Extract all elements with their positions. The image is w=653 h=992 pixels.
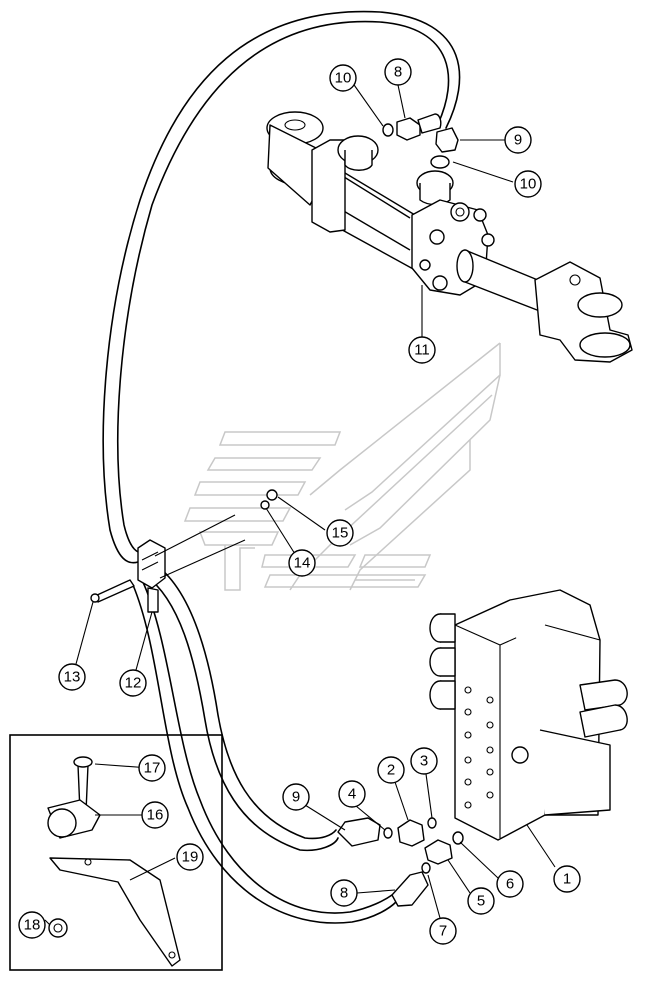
svg-text:4: 4 <box>348 786 356 803</box>
lower-fittings <box>337 817 464 907</box>
callout-9-upper: 9 <box>504 126 532 154</box>
callout-13: 13 <box>58 663 86 691</box>
svg-text:6: 6 <box>506 876 514 893</box>
callout-2: 2 <box>377 756 405 784</box>
callout-10-upper: 10 <box>329 64 357 92</box>
callout-15: 15 <box>326 519 354 547</box>
svg-text:8: 8 <box>340 885 348 902</box>
callout-12: 12 <box>119 669 147 697</box>
callout-4: 4 <box>338 780 366 808</box>
svg-text:16: 16 <box>147 807 164 824</box>
svg-text:10: 10 <box>520 176 537 193</box>
svg-text:12: 12 <box>125 675 142 692</box>
callout-11: 11 <box>408 336 436 364</box>
callout-8-upper: 8 <box>384 58 412 86</box>
svg-text:9: 9 <box>292 789 300 806</box>
svg-text:14: 14 <box>294 555 311 572</box>
callout-19: 19 <box>176 843 204 871</box>
hydraulic-cylinder <box>266 111 633 363</box>
leader-lines <box>44 81 556 926</box>
callout-18: 18 <box>18 911 46 939</box>
hydraulic-hoses <box>102 10 461 924</box>
callout-9-lower: 9 <box>282 783 310 811</box>
svg-text:19: 19 <box>182 849 199 866</box>
svg-text:11: 11 <box>414 342 430 359</box>
callout-1: 1 <box>553 865 581 893</box>
svg-text:15: 15 <box>332 525 349 542</box>
svg-text:1: 1 <box>563 871 571 888</box>
hose-clamp-assembly <box>90 489 278 613</box>
control-valve <box>429 589 628 841</box>
callout-17: 17 <box>138 754 166 782</box>
callout-6: 6 <box>496 870 524 898</box>
callout-3: 3 <box>410 747 438 775</box>
callout-10-right: 10 <box>514 170 542 198</box>
svg-text:7: 7 <box>439 923 447 940</box>
detail-inset <box>9 734 223 971</box>
callout-14: 14 <box>288 549 316 577</box>
svg-text:9: 9 <box>514 132 522 149</box>
svg-text:10: 10 <box>335 70 352 87</box>
svg-text:17: 17 <box>144 760 161 777</box>
svg-text:2: 2 <box>387 762 395 779</box>
callout-5: 5 <box>467 887 495 915</box>
svg-text:3: 3 <box>420 753 428 770</box>
watermark-logo <box>183 342 501 591</box>
upper-fittings <box>382 113 459 169</box>
svg-text:8: 8 <box>394 64 402 81</box>
svg-text:5: 5 <box>477 893 485 910</box>
svg-text:13: 13 <box>64 669 81 686</box>
callout-7: 7 <box>429 917 457 945</box>
svg-text:18: 18 <box>24 917 41 934</box>
callout-16: 16 <box>141 801 169 829</box>
callout-8-lower: 8 <box>330 879 358 907</box>
